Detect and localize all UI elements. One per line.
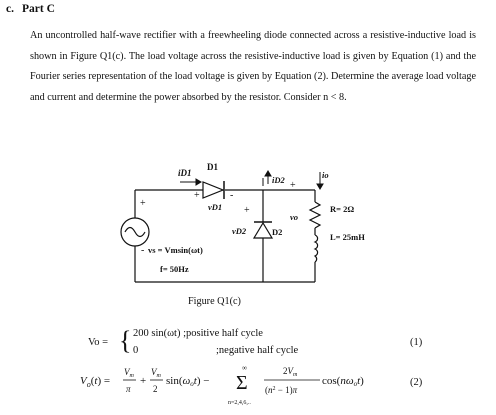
svg-text:cos(nωot): cos(nωot) xyxy=(322,375,364,388)
frequency-label: f= 50Hz xyxy=(160,264,189,274)
svg-text:Vm: Vm xyxy=(124,367,135,379)
vd1-minus: - xyxy=(230,190,233,201)
vd2-plus: + xyxy=(244,205,250,216)
vd1-plus: + xyxy=(194,190,200,201)
source-plus: + xyxy=(140,198,146,209)
id2-label: iD2 xyxy=(272,175,286,185)
d2-label: D2 xyxy=(272,227,282,237)
equation1-line2-value: 0 xyxy=(133,345,139,356)
svg-text:2: 2 xyxy=(153,384,158,394)
source-minus: - xyxy=(141,245,144,256)
question-paragraph: An uncontrolled half-wave rectifier with… xyxy=(30,30,476,104)
source-equation: vs = Vmsin(ωt) xyxy=(148,245,203,255)
sum-upper: ∞ xyxy=(242,364,247,372)
svg-text:(n2 − 1)π: (n2 − 1)π xyxy=(265,385,298,395)
vo-label: vo xyxy=(290,212,298,222)
equation1-number: (1) xyxy=(410,337,423,348)
id1-label: iD1 xyxy=(178,168,192,178)
vo-plus: + xyxy=(290,180,296,191)
equation1-line2-text: ;negative half cycle xyxy=(216,345,299,356)
equation1-line1: 200 sin(ωt) ;positive half cycle xyxy=(133,328,263,339)
svg-text:2Vm: 2Vm xyxy=(283,366,298,378)
diode-d1 xyxy=(202,181,225,199)
svg-text:Σ: Σ xyxy=(236,372,248,394)
part-header: c. Part C xyxy=(6,3,55,15)
figure-caption: Figure Q1(c) xyxy=(188,296,241,307)
equation1-lhs: Vo = xyxy=(88,337,109,348)
equation2: Vo(t) = Vm π + Vm 2 sin(ωot) − ∞ Σ n=2,4… xyxy=(80,364,364,406)
io-label: io xyxy=(322,170,329,180)
equation1-brace: { xyxy=(119,326,132,355)
svg-text:π: π xyxy=(126,384,131,394)
resistor-label: R= 2Ω xyxy=(330,204,354,214)
vd2-label: vD2 xyxy=(232,226,247,236)
part-title: Part C xyxy=(21,3,55,15)
sum-lower: n=2,4,6,.. xyxy=(228,400,251,406)
diode-d2 xyxy=(252,221,274,239)
vd1-label: vD1 xyxy=(208,202,222,212)
svg-text:Vm: Vm xyxy=(151,367,162,379)
svg-text:Vo(t) =: Vo(t) = xyxy=(80,375,110,389)
part-letter: c. xyxy=(6,3,14,15)
inductor-label: L= 25mH xyxy=(330,232,365,242)
d1-label: D1 xyxy=(207,162,218,172)
svg-text:+: + xyxy=(140,375,146,387)
equation2-number: (2) xyxy=(410,377,423,388)
svg-text:sin(ωot) −: sin(ωot) − xyxy=(166,375,209,388)
